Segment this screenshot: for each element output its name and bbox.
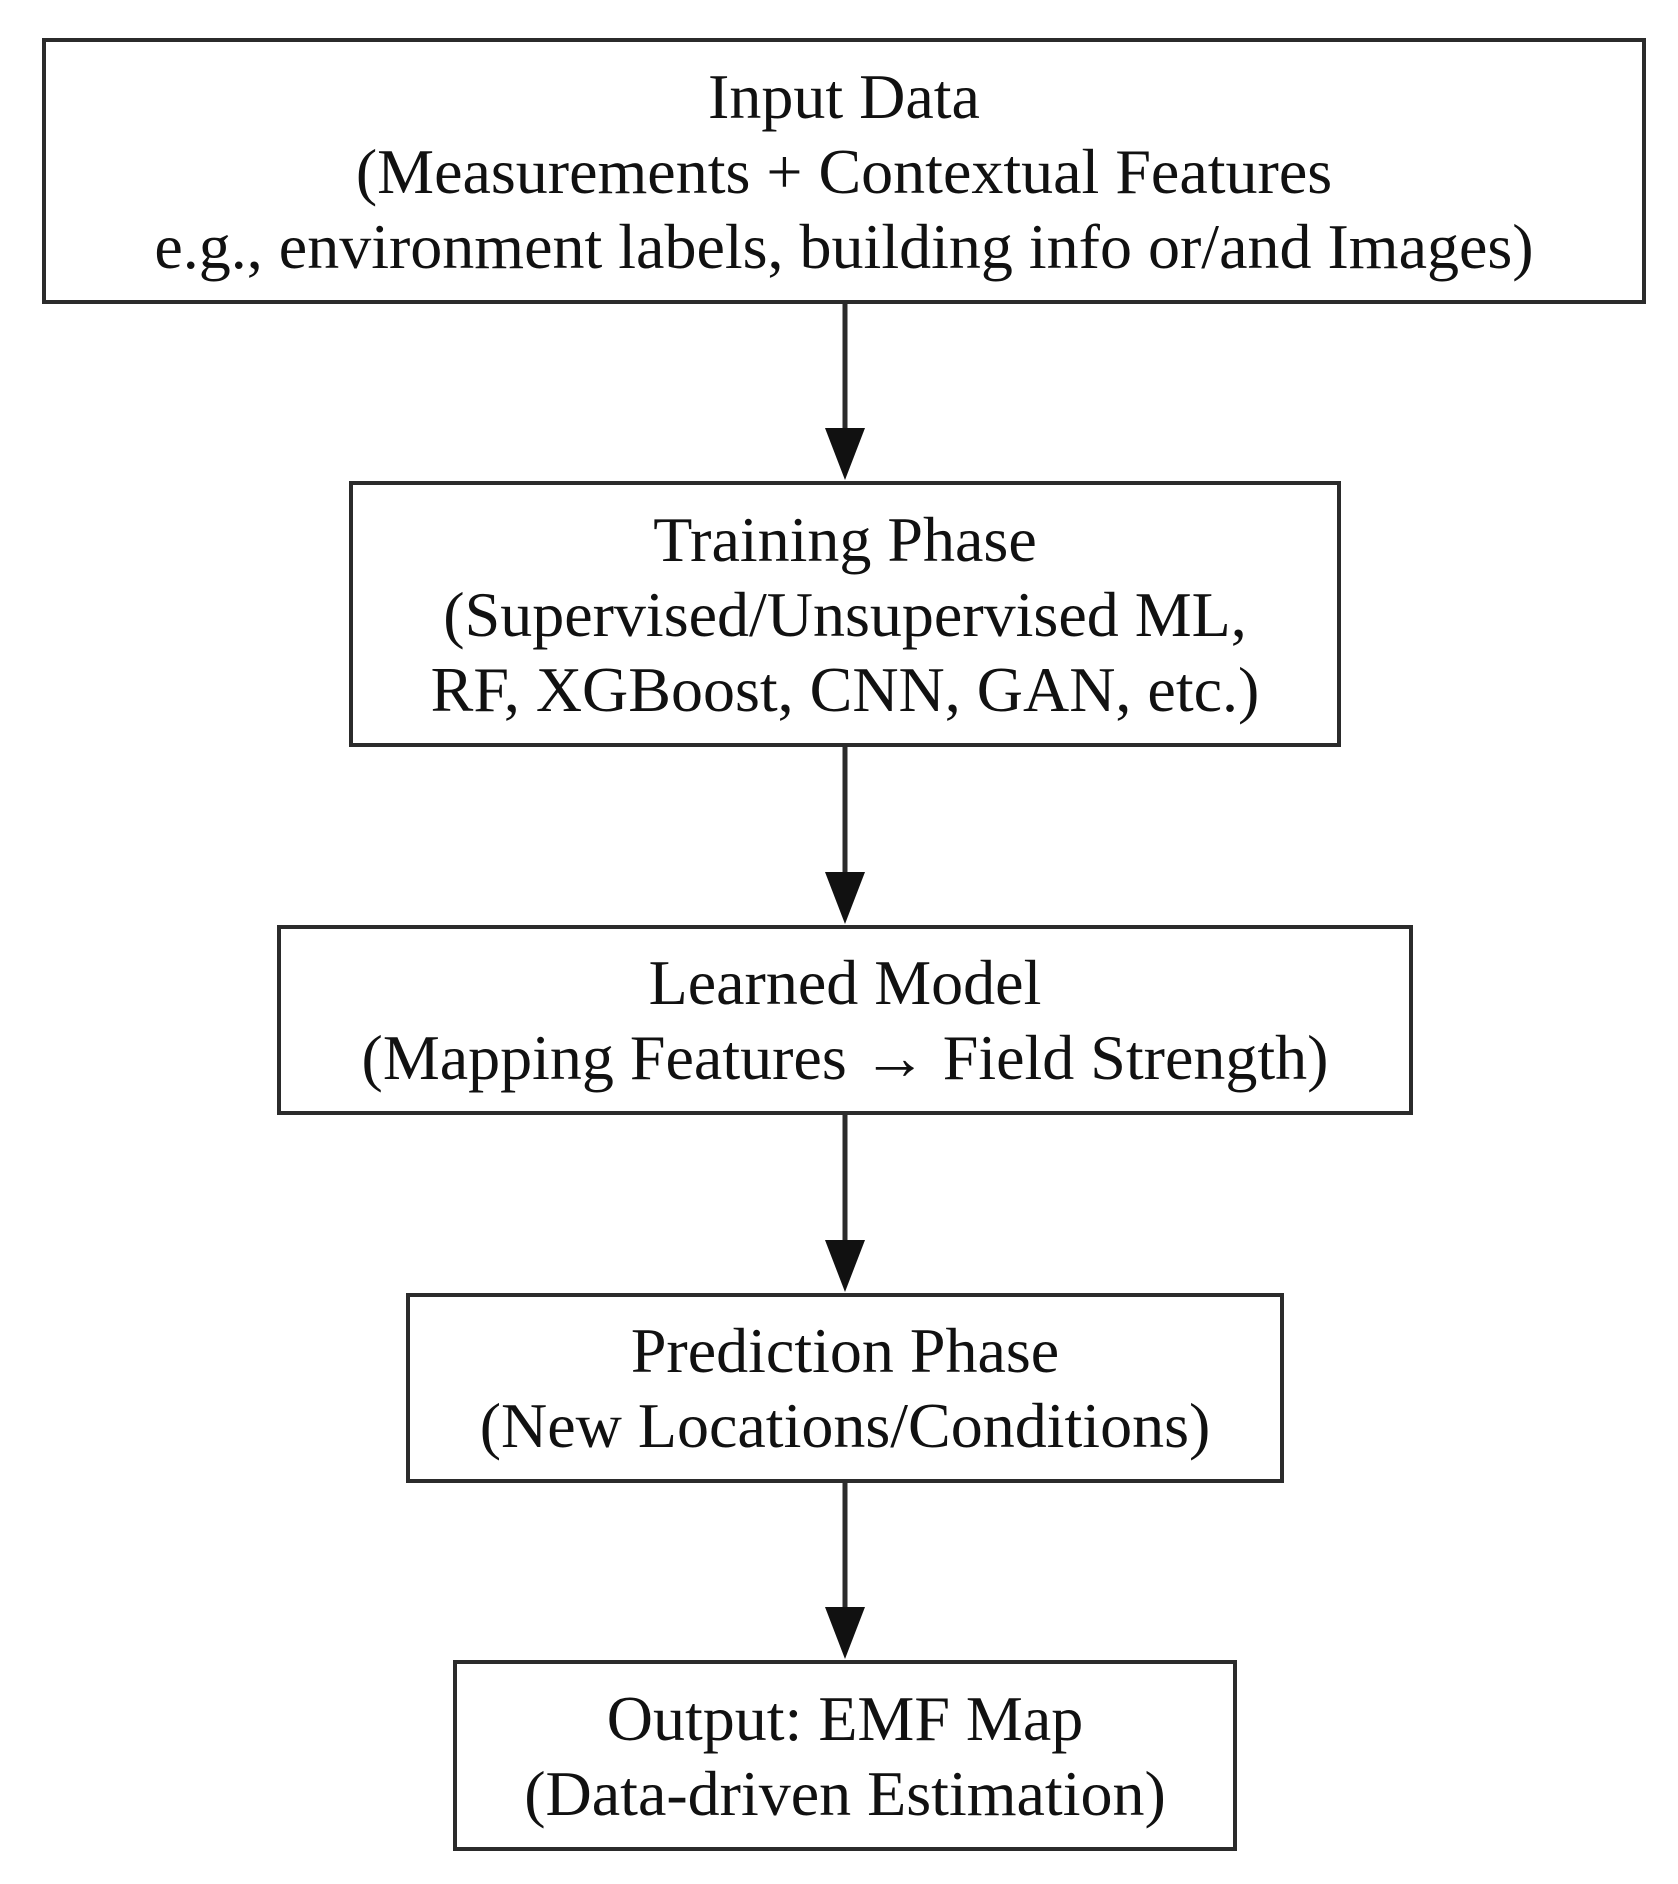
- node-training-line-3: RF, XGBoost, CNN, GAN, etc.): [430, 653, 1260, 725]
- arrow-input-to-training: [825, 304, 865, 480]
- node-training-title: Training Phase: [653, 503, 1037, 575]
- node-training-line-2: (Supervised/Unsupervised ML,: [443, 578, 1247, 650]
- node-learned-model: Learned Model (Mapping Features → Field …: [277, 925, 1413, 1115]
- arrow-learned-to-prediction: [825, 1115, 865, 1292]
- node-prediction-title: Prediction Phase: [630, 1315, 1060, 1386]
- node-prediction-phase: Prediction Phase (New Locations/Conditio…: [406, 1293, 1284, 1483]
- node-training-phase: Training Phase (Supervised/Unsupervised …: [349, 481, 1341, 747]
- node-prediction-line-2: (New Locations/Conditions): [479, 1390, 1211, 1461]
- node-learned-title: Learned Model: [648, 947, 1042, 1018]
- arrow-prediction-to-output: [825, 1483, 865, 1659]
- node-input-line-2: (Measurements + Contextual Features: [355, 135, 1333, 207]
- node-output-line-2: (Data-driven Estimation): [524, 1757, 1166, 1829]
- node-input-line-3: e.g., environment labels, building info …: [154, 210, 1534, 282]
- node-output-emf-map: Output: EMF Map (Data-driven Estimation): [453, 1660, 1237, 1851]
- node-learned-line-2: (Mapping Features → Field Strength): [361, 1022, 1329, 1093]
- node-output-title: Output: EMF Map: [606, 1682, 1084, 1754]
- node-input-data: Input Data (Measurements + Contextual Fe…: [42, 38, 1646, 304]
- node-input-title: Input Data: [708, 60, 980, 132]
- arrow-training-to-learned: [825, 747, 865, 924]
